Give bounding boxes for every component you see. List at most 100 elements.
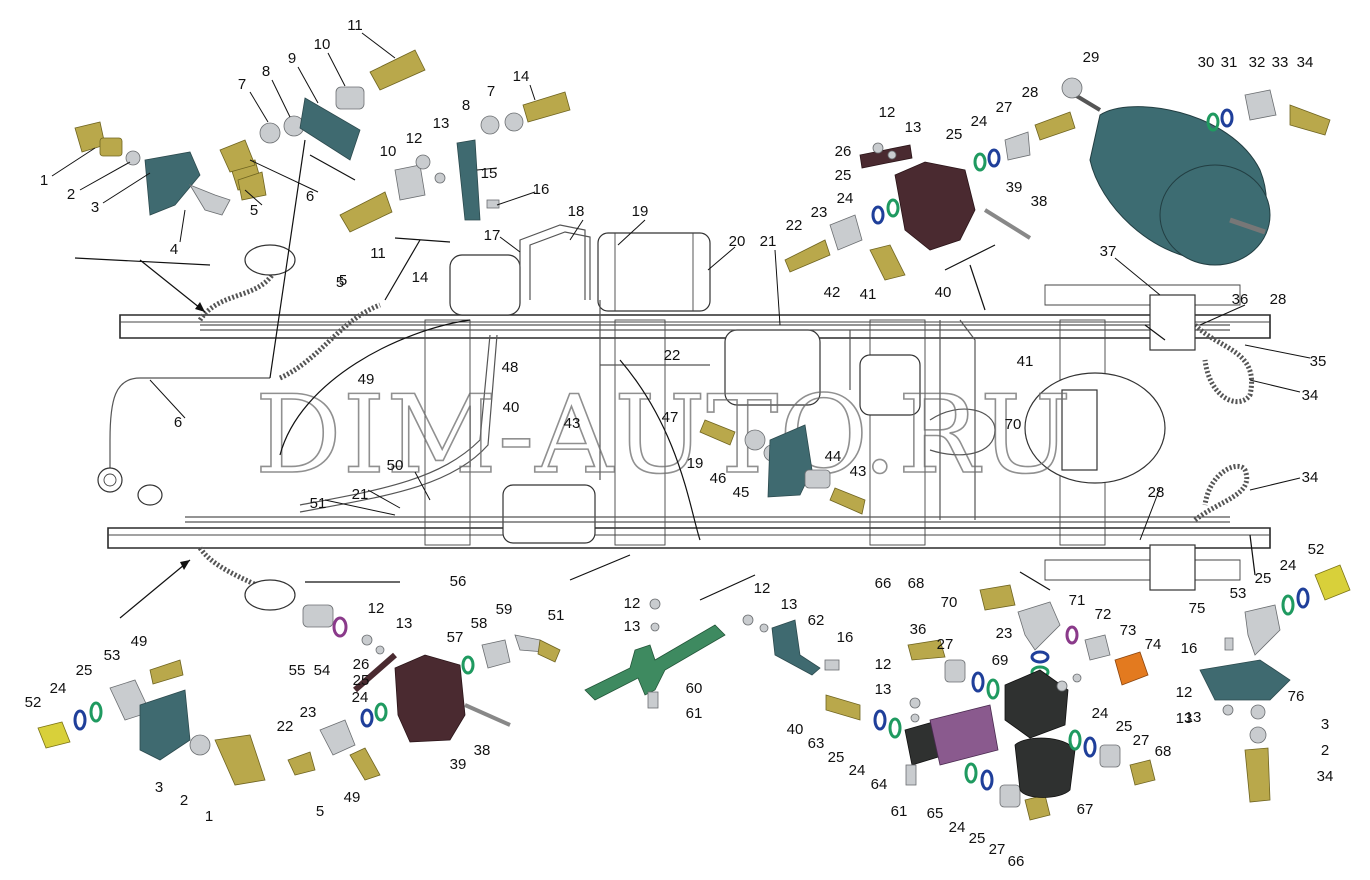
callout-label: 13	[624, 618, 641, 635]
callout-label: 21	[352, 486, 369, 503]
callout-label: 24	[837, 190, 854, 207]
callout-label: 40	[787, 721, 804, 738]
callout-label: 25	[835, 167, 852, 184]
guide-lines	[74, 139, 1256, 619]
callout-label: 43	[850, 463, 867, 480]
callout-label: 10	[380, 143, 397, 160]
callout-label: 26	[835, 143, 852, 160]
callout-label: 16	[533, 181, 550, 198]
callout-label: 49	[358, 371, 375, 388]
callout-label: 8	[262, 63, 270, 80]
callout-label: 3	[91, 199, 99, 216]
callout-label: 25	[1116, 718, 1133, 735]
callout-label: 3	[1321, 716, 1329, 733]
callout-label: 52	[1308, 541, 1325, 558]
callout-label: 16	[837, 629, 854, 646]
callout-label: 13	[781, 596, 798, 613]
callout-label: 36	[910, 621, 927, 638]
callout-label: 55	[289, 662, 306, 679]
callout-label: 5	[316, 803, 324, 820]
callout-label: 13	[396, 615, 413, 632]
callout-label: 12	[406, 130, 423, 147]
callout-label: 25	[353, 672, 370, 689]
callout-label: 24	[949, 819, 966, 836]
callout-label: 71	[1069, 592, 1086, 609]
air-tanks	[449, 232, 1166, 544]
callout-label: 34	[1297, 54, 1314, 71]
callout-label: 54	[314, 662, 331, 679]
callout-label: 13	[1176, 710, 1193, 727]
callout-label: 47	[662, 409, 679, 426]
callout-label: 25	[76, 662, 93, 679]
callout-label: 2	[180, 792, 188, 809]
callout-label: 25	[946, 126, 963, 143]
callout-label: 73	[1120, 622, 1137, 639]
callout-label: 4	[170, 241, 178, 258]
watermark: DIM-AUTO.RU	[255, 373, 1072, 498]
callout-label: 40	[935, 284, 952, 301]
callout-label: 5	[250, 202, 258, 219]
callout-label: 49	[344, 789, 361, 806]
leader-lines	[51, 32, 1311, 541]
callout-label: 11	[370, 245, 386, 262]
brackets	[584, 598, 840, 709]
callout-label: 62	[808, 612, 825, 629]
callout-label: 8	[462, 97, 470, 114]
parts-top-left	[74, 49, 571, 233]
callout-label: 61	[891, 803, 908, 820]
callout-label: 41	[1017, 353, 1034, 370]
callout-label: 35	[1310, 353, 1327, 370]
callout-label: 52	[25, 694, 42, 711]
callout-label: 67	[1077, 801, 1094, 818]
callout-label: 75	[1189, 600, 1206, 617]
callout-label: 25	[1255, 570, 1272, 587]
callout-label: 29	[1083, 49, 1100, 66]
callout-label: 50	[387, 457, 404, 474]
callout-label: 40	[503, 399, 520, 416]
brake-chambers	[137, 244, 1196, 611]
pipes	[97, 224, 1254, 593]
callout-label: 27	[937, 636, 954, 653]
callout-label: 20	[729, 233, 746, 250]
callout-label: 64	[871, 776, 888, 793]
callout-label: 24	[1280, 557, 1297, 574]
callout-label: 24	[971, 113, 988, 130]
callout-label: 11	[347, 17, 363, 34]
callout-label: 13	[875, 681, 892, 698]
callout-label: 10	[314, 36, 331, 53]
callout-label: 58	[471, 615, 488, 632]
callout-label: 51	[548, 607, 565, 624]
callout-label: 25	[828, 749, 845, 766]
callout-label: 25	[969, 830, 986, 847]
callout-label: 12	[879, 104, 896, 121]
callout-label: 13	[433, 115, 450, 132]
callout-label: 34	[1317, 768, 1334, 785]
callout-label: 5	[336, 274, 344, 291]
callout-label: 7	[487, 83, 495, 100]
callout-label: 28	[1022, 84, 1039, 101]
callout-label: 70	[941, 594, 958, 611]
callout-label: 23	[300, 704, 317, 721]
callout-label: 68	[908, 575, 925, 592]
callout-label: 65	[927, 805, 944, 822]
callout-label: 72	[1095, 606, 1112, 623]
callout-label: 13	[905, 119, 922, 136]
callout-label: 43	[564, 415, 581, 432]
callout-label: 30	[1198, 54, 1215, 71]
callout-label: 33	[1272, 54, 1289, 71]
callout-label: 46	[710, 470, 727, 487]
callout-label: 24	[50, 680, 67, 697]
callout-label: 63	[808, 735, 825, 752]
callout-label: 27	[989, 841, 1006, 858]
callout-label: 24	[849, 762, 866, 779]
callout-label: 21	[760, 233, 777, 250]
callout-label: 13	[1185, 709, 1202, 726]
callout-label: 41	[860, 286, 877, 303]
callout-label: 2	[1321, 742, 1329, 759]
callout-label: 61	[686, 705, 703, 722]
callout-label: 60	[686, 680, 703, 697]
callout-label: 16	[1181, 640, 1198, 657]
callout-label: 19	[687, 455, 704, 472]
callout-label: 53	[1230, 585, 1247, 602]
